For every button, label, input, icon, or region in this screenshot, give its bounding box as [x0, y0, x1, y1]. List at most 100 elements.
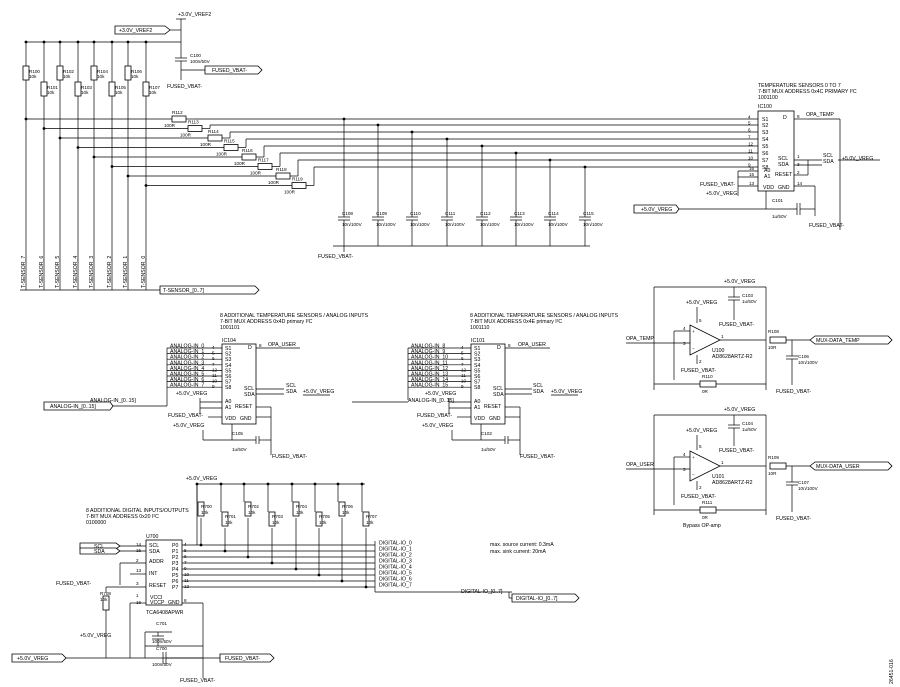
u700-port-p5: P5: [172, 573, 178, 579]
junction-dot: [58, 136, 62, 140]
r708-ref: R708: [100, 591, 111, 596]
resistor-r114-ref: R114: [208, 129, 219, 134]
capacitor-c110-ref: C110: [410, 211, 421, 216]
u700-n1: 1: [136, 593, 139, 598]
ic100-pin-s3: S3: [762, 130, 768, 136]
ic104-vdd: VDD: [225, 416, 236, 422]
r108-value: 10R: [768, 345, 777, 350]
u101-fused-op: FUSED_VBAT-: [681, 494, 716, 500]
resistor-r704-value: 10k: [296, 510, 304, 515]
junction-dot: [376, 123, 380, 127]
u700-ref: U700: [146, 534, 159, 540]
ic104-scl: SCL: [244, 386, 254, 392]
ic104-d-num: 8: [259, 343, 262, 348]
analog-in-bus-flag: [43, 401, 114, 411]
u700-fused-flag: [219, 653, 275, 663]
u100-n2: 2: [699, 359, 702, 364]
ic101-title-2: 7-BIT MUX ADDRESS 0x4E primary I²C: [470, 319, 562, 325]
digital-io-label: DIGITAL-IO_4: [379, 565, 412, 571]
resistor-r102-value: 10k: [63, 74, 71, 79]
u700-ext-sda: SDA: [94, 549, 105, 555]
ic101-analog-in-label: ANALOG-IN_12: [411, 366, 448, 372]
ic101-pin-num: 7: [461, 362, 464, 367]
ic101-chip: [470, 343, 506, 425]
r708-value: 10k: [100, 597, 108, 602]
resistor-r117-ref: R117: [258, 158, 269, 163]
t-sensor-bus-flag: [159, 285, 260, 295]
resistor-r706-value: 10k: [342, 510, 350, 515]
c103-ref: C103: [742, 293, 753, 298]
junction-dot: [313, 482, 317, 486]
digital-io-label: DIGITAL-IO_2: [379, 553, 412, 559]
ic104-pin-s4: S4: [225, 363, 231, 369]
u100-plus: +: [692, 329, 695, 334]
u700-port-num: 5: [184, 548, 187, 553]
u101-n4: 4: [683, 452, 686, 457]
ic104-out: OPA_USER: [268, 342, 296, 348]
ic100-scl: SCL: [778, 156, 788, 162]
ic100-sda: SDA: [778, 162, 789, 168]
u700-port-p4: P4: [172, 567, 178, 573]
ic104-analog-in-label: ANALOG-IN_1: [170, 349, 204, 355]
u101-n5: 5: [699, 444, 702, 449]
resistor-r116: [241, 153, 257, 161]
u100-minus: −: [692, 346, 695, 351]
t-sensor-label: T-SENSOR_4: [73, 256, 79, 288]
u100-opamp-symbol: [689, 324, 721, 356]
ic104-pin-num: 4: [212, 345, 215, 350]
filter-capacitors: C10810n/100VC10910n/100VC11010n/100VC111…: [338, 117, 604, 246]
ic104-pin-s7: S7: [225, 380, 231, 386]
ic100-pin-num: 5: [748, 121, 751, 126]
resistor-r112-value: 100R: [164, 123, 176, 128]
ic104-vreg: +5.0V_VREG: [176, 391, 207, 397]
ic104-pin-s1: S1: [225, 346, 231, 352]
ic104-analog-in-label: ANALOG-IN_6: [170, 377, 204, 383]
junction-dot: [514, 151, 518, 155]
junction-dot: [340, 579, 344, 583]
junction-dot: [110, 165, 114, 168]
ic100-ext-sda: SDA: [823, 159, 834, 165]
capacitor-c111-value: 10n/100V: [445, 222, 466, 227]
ic104-pin-num: 10: [212, 379, 218, 384]
ic101-bus: ANALOG-IN_[0..15]: [408, 398, 454, 404]
c102-ref: C102: [481, 431, 492, 436]
ic101-pin-s8: S8: [474, 385, 480, 391]
resistor-r704: [292, 501, 300, 517]
u700-port-num: 9: [184, 566, 187, 571]
ic104-reset: RESET: [235, 404, 253, 410]
u700-n15: 15: [136, 548, 142, 553]
u101-opamp-user: +5.0V_VREG C104 1u/50V FUSED_VBAT- +5.0V…: [626, 407, 893, 529]
resistor-r706-ref: R706: [342, 504, 353, 509]
bypass-note: Bypass OP-amp: [683, 523, 721, 529]
junction-dot: [42, 127, 46, 130]
u700-vreg-top: +5.0V_VREG: [186, 476, 217, 482]
c104-value: 1u/50V: [742, 427, 757, 432]
u100-opamp-temp: +5.0V_VREG C103 1u/50V FUSED_VBAT- +5.0V…: [626, 279, 893, 395]
resistor-r112-ref: R112: [172, 110, 183, 115]
u700-chip: [145, 539, 183, 606]
c106-ref: C106: [798, 354, 809, 359]
junction-dot: [364, 585, 368, 589]
resistor-r703-value: 10k: [272, 520, 280, 525]
u101-vreg-top: +5.0V_VREG: [724, 407, 755, 413]
u700-vcci: VCCI: [150, 595, 162, 601]
junction-dot: [242, 482, 246, 486]
ic104-pin-num: 11: [212, 373, 217, 378]
ic101-pin-s7: S7: [474, 380, 480, 386]
mux-data-temp-flag: [809, 335, 893, 345]
ic100-gnd: GND: [778, 185, 790, 191]
note-sink: max. sink current: 20mA: [490, 549, 546, 555]
resistor-r115-value: 100R: [216, 152, 228, 157]
resistor-r702: [244, 501, 252, 517]
ic100-fused: FUSED_VBAT-: [700, 182, 735, 188]
ic101-inputs: ANALOG-IN_8ANALOG-IN_9ANALOG-IN_10ANALOG…: [408, 344, 471, 389]
ic100-pin-num: 4: [748, 115, 751, 120]
ic101-pin-s6: S6: [474, 374, 480, 380]
ic101-vreg-scl: +5.0V_VREG: [551, 389, 582, 395]
ic104-title-3: 1001101: [220, 325, 240, 331]
resistor-r701-ref: R701: [225, 514, 236, 519]
r108-ref: R108: [768, 329, 779, 334]
u100-fused-c: FUSED_VBAT-: [776, 389, 811, 395]
resistor-r104-ref: R104: [97, 69, 108, 74]
